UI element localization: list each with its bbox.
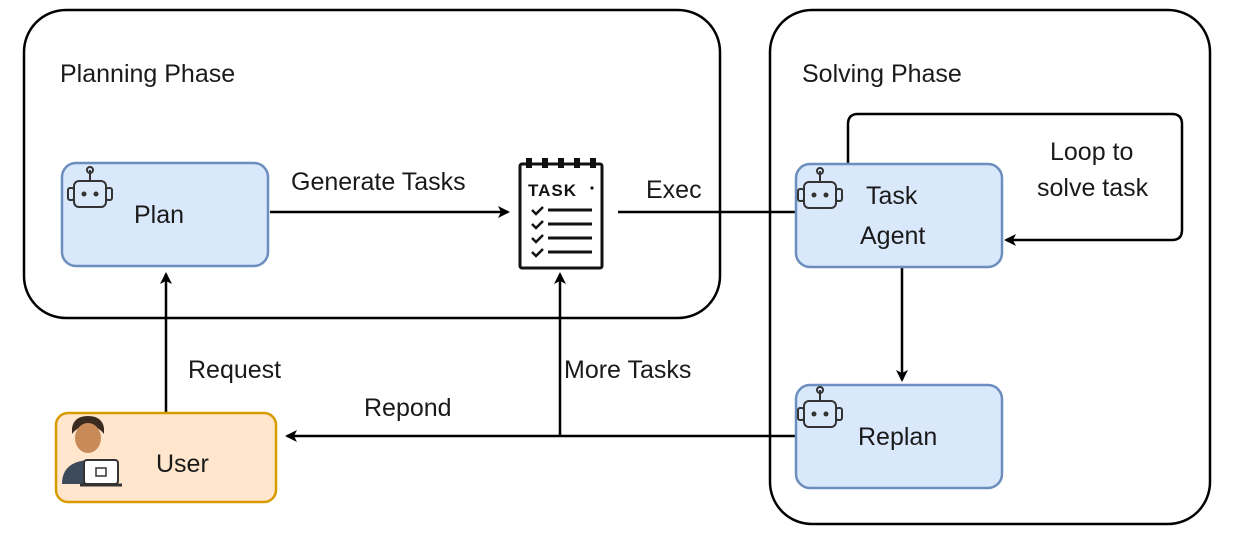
task-icon-label: TASK xyxy=(528,181,577,200)
user-node: User xyxy=(54,411,278,504)
plan-node: Plan xyxy=(60,161,270,268)
planning-phase-container xyxy=(22,8,722,320)
solving-phase-container xyxy=(768,8,1212,526)
respond-label: Repond xyxy=(364,394,452,422)
replan-label: Replan xyxy=(858,423,937,451)
robot-icon xyxy=(797,386,843,428)
more-tasks-label: More Tasks xyxy=(564,356,691,384)
task-agent-label-line1: Task xyxy=(866,182,918,210)
robot-icon xyxy=(67,166,113,208)
planning-phase-title: Planning Phase xyxy=(60,60,235,88)
request-label: Request xyxy=(188,356,281,384)
loop-arrow xyxy=(846,112,1184,246)
plan-label: Plan xyxy=(134,201,184,229)
task-agent-node: Task Agent xyxy=(794,162,1004,269)
loop-label-line2: solve task xyxy=(1037,174,1149,202)
task-clipboard-icon: TASK xyxy=(518,158,604,270)
user-label: User xyxy=(156,450,209,478)
loop-label-line1: Loop to xyxy=(1050,138,1133,166)
solving-phase-title: Solving Phase xyxy=(802,60,962,88)
task-agent-label-line2: Agent xyxy=(860,222,925,250)
exec-label: Exec xyxy=(646,176,702,204)
robot-icon xyxy=(797,167,843,209)
replan-node: Replan xyxy=(794,383,1004,490)
generate-tasks-label: Generate Tasks xyxy=(291,168,466,196)
user-laptop-icon xyxy=(62,416,122,487)
